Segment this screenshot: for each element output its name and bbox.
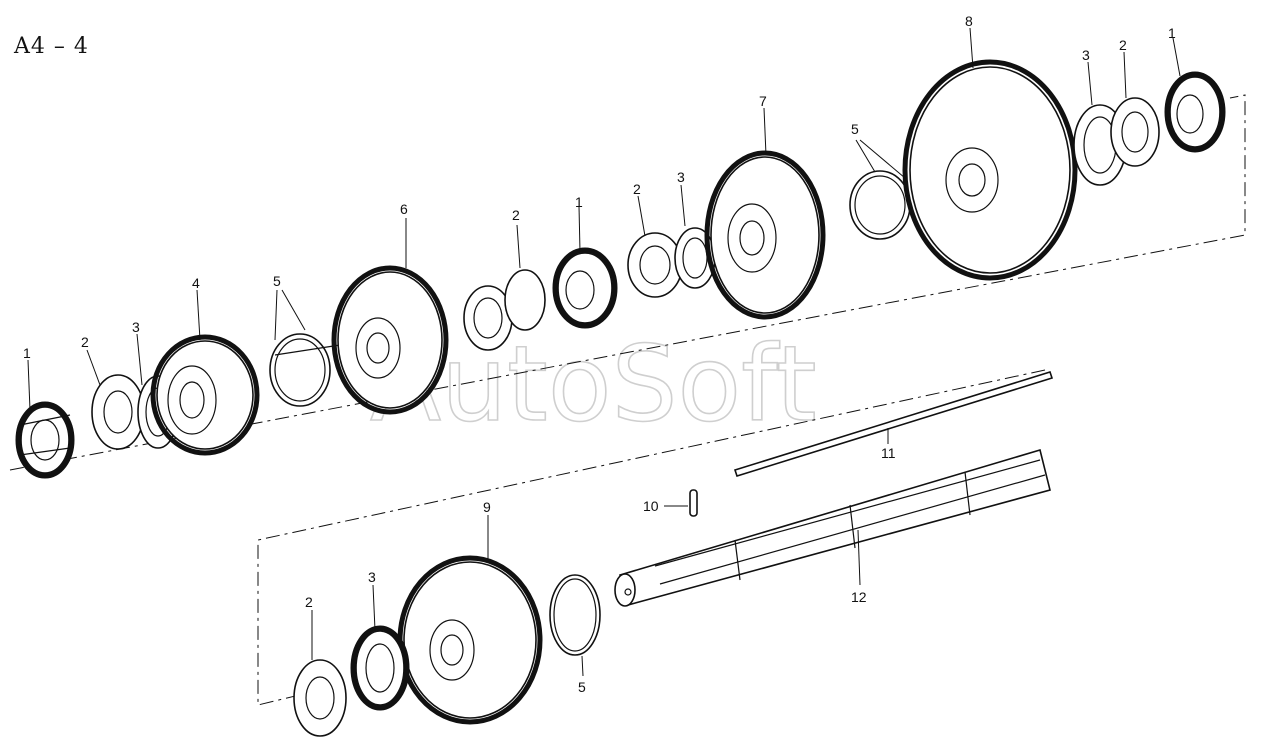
callout-3: 3 [368, 569, 376, 585]
callout-1: 1 [23, 345, 31, 361]
thrust-washer-2-left [91, 374, 145, 450]
callout-1: 1 [575, 194, 583, 210]
callout-2: 2 [512, 207, 520, 223]
rod-11 [733, 371, 1054, 477]
main-shaft-12 [614, 448, 1051, 607]
bearing-3-washer-2-right [1073, 97, 1160, 186]
callout-2: 2 [81, 334, 89, 350]
gear-7 [704, 150, 826, 320]
callout-2: 2 [1119, 37, 1127, 53]
callout-1: 1 [1168, 25, 1176, 41]
callout-5: 5 [273, 273, 281, 289]
spline-hub-1-right [1164, 71, 1226, 153]
gear-9 [397, 555, 543, 725]
callout-10: 10 [643, 498, 659, 514]
upper-axis-line [9, 94, 1246, 471]
callout-3: 3 [132, 319, 140, 335]
callout-3: 3 [1082, 47, 1090, 63]
retaining-ring-5-left [269, 333, 341, 407]
retaining-ring-5-right [849, 170, 911, 240]
gear-8 [902, 59, 1078, 281]
callout-9: 9 [483, 499, 491, 515]
washer-2-bearing-3-mid [627, 227, 716, 298]
callout-8: 8 [965, 13, 973, 29]
lower-axis-line [257, 369, 1046, 706]
gear-4 [150, 334, 260, 456]
callout-2: 2 [633, 181, 641, 197]
callout-11: 11 [881, 445, 896, 461]
spline-hub-1-left [15, 401, 75, 479]
callout-6: 6 [400, 201, 408, 217]
leader-lines [27, 27, 1181, 677]
page-label: A4 – 4 [14, 34, 89, 59]
callout-2: 2 [305, 594, 313, 610]
pin-10 [689, 489, 698, 517]
spline-hub-1-mid [552, 247, 618, 329]
callout-5: 5 [578, 679, 586, 695]
callout-7: 7 [759, 93, 767, 109]
callout-3: 3 [677, 169, 685, 185]
snap-ring-5-lower [549, 574, 601, 656]
thrust-washer-2-mid [463, 269, 546, 351]
callout-5: 5 [851, 121, 859, 137]
callout-4: 4 [192, 275, 200, 291]
bearing-3-lower [350, 625, 410, 711]
thrust-washer-2-lower [293, 659, 347, 737]
callout-12: 12 [851, 589, 867, 605]
gear-6 [331, 265, 449, 415]
